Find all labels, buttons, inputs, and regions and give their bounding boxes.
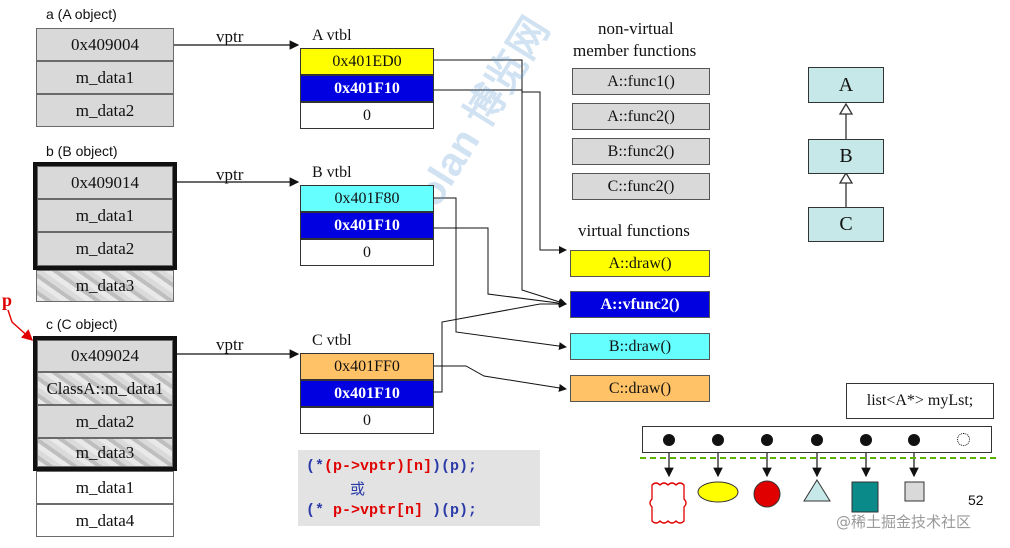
vtbl-links <box>434 59 567 393</box>
object-c-frame <box>33 336 177 471</box>
nonvirtual-function: A::func2() <box>572 103 710 130</box>
list-node-dot <box>761 434 773 446</box>
object-b-label: b (B object) <box>46 143 118 159</box>
object-c-field: m_data2 <box>37 405 173 438</box>
vtbl-b-entry: 0x401F80 <box>300 185 434 212</box>
vtbl-c-entry: 0 <box>300 407 434 434</box>
object-b-field: m_data1 <box>37 199 173 232</box>
object-b-vptr: 0x409014 <box>37 166 173 199</box>
vtbl-c-title: C vtbl <box>312 332 352 349</box>
virtual-function: C::draw() <box>570 375 710 402</box>
object-a-vptr: 0x409004 <box>36 28 174 61</box>
vtbl-a-title: A vtbl <box>312 27 352 44</box>
object-b-field: m_data2 <box>37 232 173 266</box>
virtual-function: A::vfunc2() <box>570 291 710 318</box>
vptr-label: vptr <box>216 335 244 354</box>
object-a-field: m_data1 <box>36 61 174 94</box>
object-c-vptr: 0x409024 <box>37 340 173 372</box>
object-c-field: ClassA::m_data1 <box>37 372 173 405</box>
list-end-dot <box>957 433 970 446</box>
tall-rect-shape <box>851 481 879 513</box>
p-pointer-arrow <box>7 309 34 341</box>
vtbl-c-entry: 0x401F10 <box>300 380 434 407</box>
uml-inheritance <box>838 102 854 207</box>
list-node-dot <box>811 434 823 446</box>
object-a-field: m_data2 <box>36 94 174 127</box>
object-c-label: c (C object) <box>46 316 118 332</box>
vtbl-c-entry: 0x401FF0 <box>300 353 434 380</box>
ellipse-shape <box>697 481 739 503</box>
nonvirtual-function: C::func2() <box>572 173 710 200</box>
vtbl-b-entry: 0x401F10 <box>300 212 434 239</box>
vtbl-b-entry: 0 <box>300 239 434 266</box>
uml-class-b: B <box>808 139 884 174</box>
list-declaration: list<A*> myLst; <box>846 383 994 419</box>
vtbl-a-entry: 0x401ED0 <box>300 48 434 75</box>
object-c-field: m_data3 <box>37 438 173 467</box>
nonvirtual-function: A::func1() <box>572 68 710 95</box>
code-or: 或 <box>350 480 366 498</box>
object-c-field: m_data1 <box>36 471 174 504</box>
list-node-dot <box>860 434 872 446</box>
list-shapes <box>649 479 925 524</box>
blob-shape <box>649 482 687 524</box>
uml-class-c: C <box>808 207 884 242</box>
triangle-shape <box>803 479 831 502</box>
object-c-field: m_data4 <box>36 504 174 537</box>
nonvirtual-function: B::func2() <box>572 138 710 165</box>
page-number: 52 <box>968 492 984 508</box>
credit-watermark: @稀土掘金技术社区 <box>836 513 972 531</box>
circle-shape <box>753 480 781 508</box>
vptr-label: vptr <box>216 27 244 46</box>
pointer-p-label: p <box>2 290 13 310</box>
vtbl-b-title: B vtbl <box>312 164 352 181</box>
vtbl-a-entry: 0 <box>300 102 434 129</box>
object-b-field: m_data3 <box>36 270 174 302</box>
uml-class-a: A <box>808 67 884 103</box>
list-node-dot <box>908 434 920 446</box>
list-node-dot <box>712 434 724 446</box>
object-a-label: a (A object) <box>46 6 117 22</box>
vptr-label: vptr <box>216 165 244 184</box>
virtual-function: B::draw() <box>570 333 710 360</box>
small-rect-shape <box>904 481 925 502</box>
list-node-dot <box>663 434 675 446</box>
code-line-1: (*(p->vptr)[n])(p); <box>306 458 478 475</box>
virtual-heading: virtual functions <box>578 221 690 240</box>
object-b-frame <box>33 162 177 270</box>
nonvirtual-heading: non-virtual <box>598 19 674 38</box>
code-box: (*(p->vptr)[n])(p); 或 (* p->vptr[n] )(p)… <box>298 450 540 526</box>
virtual-function: A::draw() <box>570 250 710 277</box>
code-line-2: (* p->vptr[n] )(p); <box>306 502 478 519</box>
vtbl-a-entry: 0x401F10 <box>300 75 434 102</box>
nonvirtual-heading: member functions <box>573 41 697 60</box>
list-container <box>642 426 992 453</box>
